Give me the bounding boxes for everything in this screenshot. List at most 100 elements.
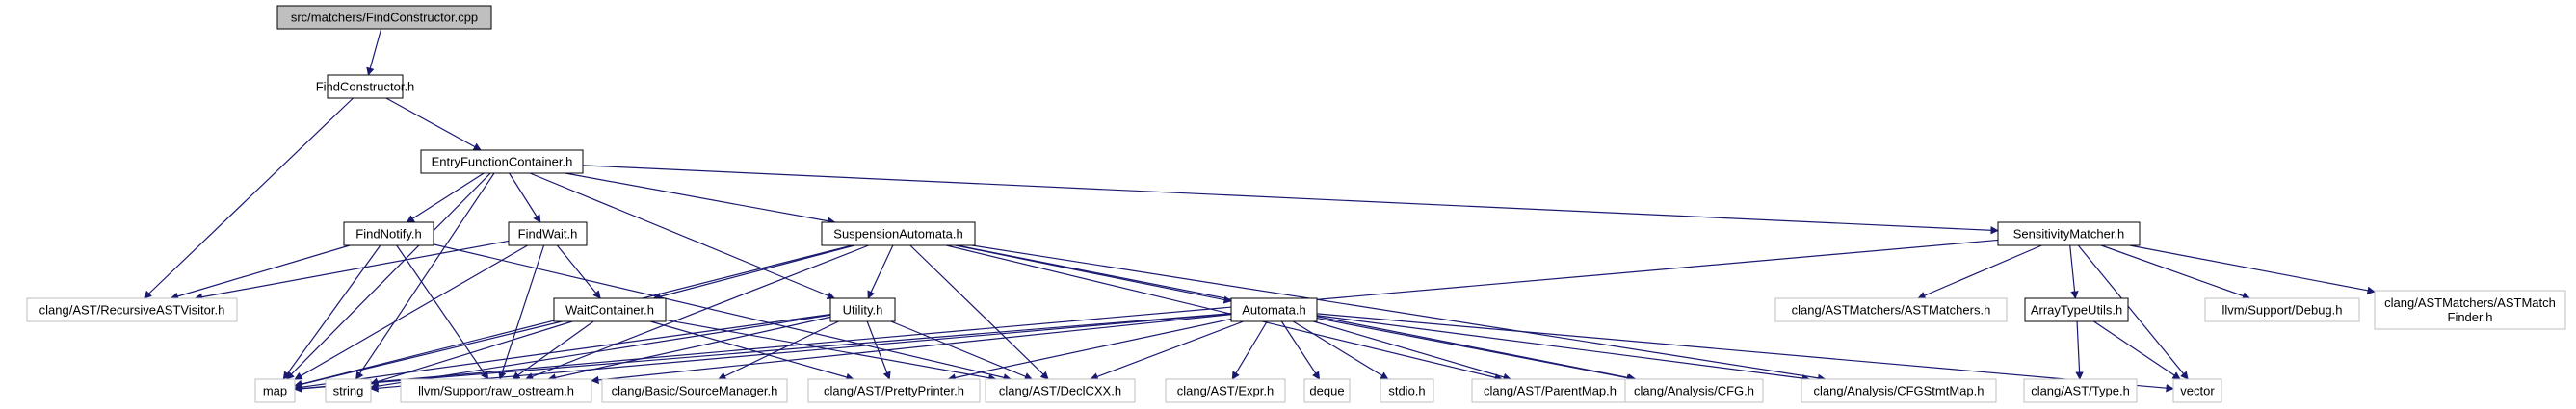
node-sa[interactable]: SuspensionAutomata.h <box>821 221 976 246</box>
node-string: string <box>325 378 372 403</box>
node-sm[interactable]: SensitivityMatcher.h <box>1997 221 2141 246</box>
edge-fch-to-efc <box>385 97 482 151</box>
edge-auto-to-deque <box>1280 320 1321 380</box>
nodes-layer: src/matchers/FindConstructor.cppFindCons… <box>26 5 2566 403</box>
node-label: Utility.h <box>843 303 883 318</box>
node-cfgsm: clang/Analysis/CFGStmtMap.h <box>1801 378 1997 403</box>
edge-util-to-string <box>370 314 831 391</box>
node-box <box>1380 378 1434 403</box>
node-box <box>508 221 588 246</box>
node-type: clang/AST/Type.h <box>2023 378 2138 403</box>
node-efc[interactable]: EntryFunctionContainer.h <box>420 149 584 174</box>
edge-auto-to-string <box>370 313 1232 393</box>
node-wc[interactable]: WaitContainer.h <box>553 297 667 322</box>
node-label: clang/AST/DeclCXX.h <box>999 384 1121 398</box>
edge-auto-to-pmap <box>1313 320 1511 381</box>
node-label: SensitivityMatcher.h <box>2013 227 2125 242</box>
edge-sa-to-raw <box>524 244 869 381</box>
edge-auto-to-map <box>294 313 1232 393</box>
node-box <box>1303 378 1351 403</box>
node-box <box>1774 297 2008 322</box>
node-fch[interactable]: FindConstructor.h <box>316 74 415 99</box>
node-label: vector <box>2180 384 2215 398</box>
node-label: clang/AST/Type.h <box>2031 384 2130 398</box>
node-box <box>2204 297 2360 322</box>
edge-atu-to-type <box>2075 320 2084 380</box>
node-label: llvm/Support/Debug.h <box>2221 303 2342 318</box>
node-label: clang/AST/Expr.h <box>1177 384 1274 398</box>
edge-auto-to-cfg <box>1316 317 1636 382</box>
node-box <box>325 378 372 403</box>
edge-fw-to-wc <box>556 244 601 299</box>
node-label: FindConstructor.h <box>316 80 415 94</box>
edge-sm-to-mf <box>2129 244 2376 294</box>
node-label: FindNotify.h <box>355 227 421 242</box>
node-box <box>807 378 981 403</box>
node-label: FindWait.h <box>518 227 578 242</box>
node-fw[interactable]: FindWait.h <box>508 221 588 246</box>
node-box <box>1230 297 1318 322</box>
edge-auto-to-expr <box>1231 320 1268 380</box>
edge-sa-to-pmap <box>946 244 1504 382</box>
edge-efc-to-sa <box>565 172 836 225</box>
node-box <box>1801 378 1997 403</box>
edge-wc-to-raw <box>512 320 594 380</box>
node-fn[interactable]: FindNotify.h <box>343 221 434 246</box>
edge-atu-to-vector <box>2093 320 2181 380</box>
node-label: clang/AST/RecursiveASTVisitor.h <box>39 303 225 318</box>
edge-wc-to-dcxx <box>665 319 997 382</box>
node-box <box>829 297 896 322</box>
node-box <box>254 378 296 403</box>
node-astm: clang/ASTMatchers/ASTMatchers.h <box>1774 297 2008 322</box>
edge-auto-to-cfgsm <box>1316 315 1811 383</box>
edge-util-to-map <box>294 314 831 392</box>
node-box <box>2023 378 2138 403</box>
edge-fn-to-rav <box>170 244 351 300</box>
node-box <box>2172 378 2222 403</box>
node-label: clang/Analysis/CFG.h <box>1634 384 1754 398</box>
node-auto[interactable]: Automata.h <box>1230 297 1318 322</box>
node-expr: clang/AST/Expr.h <box>1165 378 1286 403</box>
node-box <box>276 5 492 30</box>
node-box <box>2024 297 2129 322</box>
node-dcxx: clang/AST/DeclCXX.h <box>985 378 1136 403</box>
node-rav: clang/AST/RecursiveASTVisitor.h <box>26 297 238 322</box>
edge-fw-to-raw <box>498 244 545 380</box>
edge-fn-to-raw <box>396 244 489 380</box>
node-pp: clang/AST/PrettyPrinter.h <box>807 378 981 403</box>
edge-wc-to-pp <box>649 320 854 381</box>
node-util[interactable]: Utility.h <box>829 297 896 322</box>
edge-efc-to-fw <box>509 172 541 223</box>
edge-sm-to-map <box>294 239 1999 393</box>
node-label: deque <box>1309 384 1344 398</box>
node-dbg: llvm/Support/Debug.h <box>2204 297 2360 322</box>
node-label: clang/Basic/SourceManager.h <box>612 384 778 398</box>
node-box <box>553 297 667 322</box>
node-root[interactable]: src/matchers/FindConstructor.cpp <box>276 5 492 30</box>
node-atu[interactable]: ArrayTypeUtils.h <box>2024 297 2129 322</box>
edge-auto-to-raw <box>591 314 1232 385</box>
edge-efc-to-map <box>285 172 491 380</box>
node-label: EntryFunctionContainer.h <box>432 155 573 169</box>
edge-auto-to-pp <box>947 318 1232 382</box>
node-box <box>601 378 788 403</box>
node-label: map <box>263 384 287 398</box>
node-raw: llvm/Support/raw_ostream.h <box>400 378 592 403</box>
node-label: Automata.h <box>1242 303 1306 318</box>
node-cfg: clang/Analysis/CFG.h <box>1624 378 1764 403</box>
edge-fw-to-map <box>294 244 528 380</box>
edge-efc-to-string <box>355 172 495 380</box>
node-label: clang/AST/PrettyPrinter.h <box>824 384 964 398</box>
edge-sa-to-wc <box>652 244 855 301</box>
edge-sa-to-cfgsm <box>971 244 1827 382</box>
edge-auto-to-vector <box>1316 313 2174 393</box>
node-label: stdio.h <box>1388 384 1425 398</box>
node-stdio: stdio.h <box>1380 378 1434 403</box>
edge-efc-to-fn <box>406 172 485 223</box>
node-label: llvm/Support/raw_ostream.h <box>418 384 574 398</box>
node-label: WaitContainer.h <box>565 303 654 318</box>
node-label: Finder.h <box>2448 310 2493 324</box>
edge-sa-to-dcxx <box>909 244 1049 380</box>
